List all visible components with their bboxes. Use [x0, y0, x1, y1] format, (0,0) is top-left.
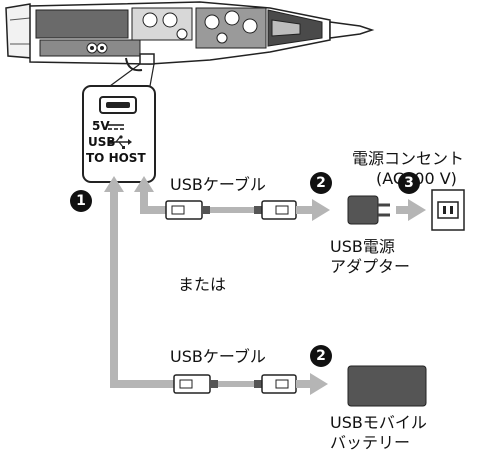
usb-cable-label-bottom: USBケーブル — [170, 347, 266, 366]
arrow-head-adapter — [312, 199, 330, 221]
usb-c-port-icon — [99, 96, 137, 114]
port-label-usb: USB — [88, 135, 116, 149]
port-label-to-host: TO HOST — [86, 151, 146, 165]
usb-power-adapter-icon — [347, 195, 390, 225]
battery-label-line1: USBモバイル — [330, 413, 427, 432]
step-badge-2-top: 2 — [310, 172, 332, 194]
battery-label-line2: バッテリー — [330, 433, 411, 452]
outlet-title: 電源コンセント — [352, 149, 465, 168]
wall-outlet-icon — [431, 189, 465, 231]
arrow-to-battery — [296, 380, 312, 388]
usb-cable-bottom — [173, 374, 297, 394]
port-label-5v: 5V — [92, 119, 110, 133]
usb-cable-top — [165, 200, 297, 220]
dc-symbol-icon — [108, 124, 124, 130]
usb-trident-icon — [109, 135, 132, 149]
arrow-head-outlet — [408, 199, 426, 221]
or-label: または — [178, 275, 227, 294]
arrow-to-outlet — [396, 206, 410, 214]
instrument-illustration — [5, 1, 375, 87]
arrow-head-battery — [310, 373, 328, 395]
connection-arrows — [104, 176, 174, 388]
usb-cable-label-top: USBケーブル — [170, 175, 266, 194]
step-badge-2-bottom: 2 — [310, 345, 332, 367]
step-badge-3: 3 — [398, 172, 420, 194]
usb-mobile-battery-icon — [347, 365, 427, 407]
adapter-label-line2: アダプター — [330, 257, 411, 276]
arrow-to-adapter — [296, 206, 314, 214]
adapter-label-line1: USB電源 — [330, 237, 395, 256]
step-badge-1: 1 — [70, 190, 92, 212]
